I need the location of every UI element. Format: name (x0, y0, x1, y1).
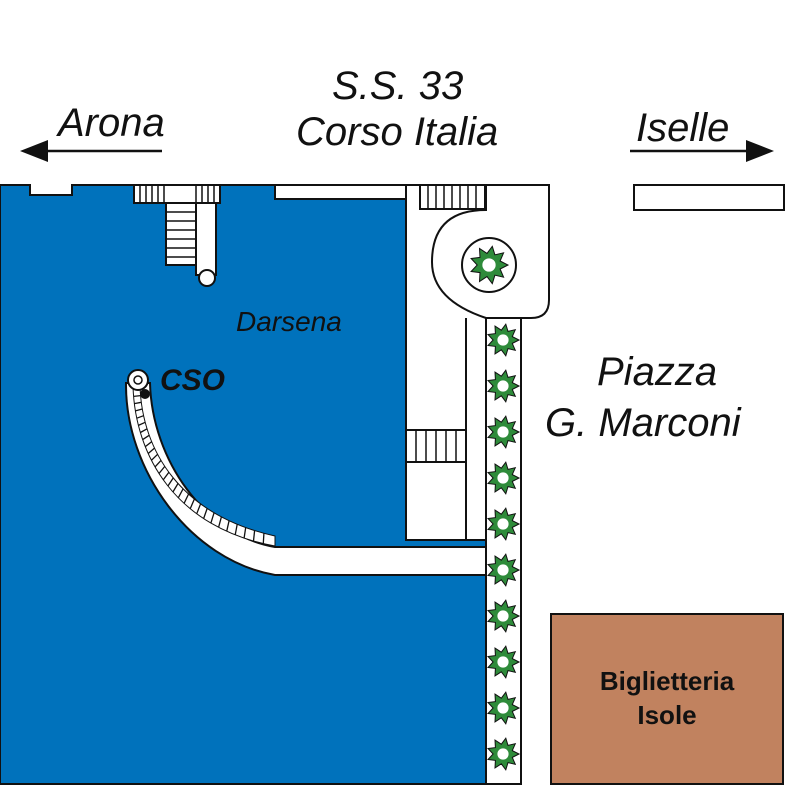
ticket-office-building (550, 613, 784, 785)
jetty-step (162, 471, 170, 481)
direction-right-label: Iselle (636, 106, 730, 150)
shrub-center (497, 656, 509, 668)
jetty-step (202, 508, 208, 519)
road-number-label: S.S. 33 (332, 64, 464, 108)
curved-jetty (124, 369, 487, 576)
jetty-step (135, 408, 143, 412)
jetty-step (138, 421, 146, 426)
roundabout-plant (470, 245, 510, 285)
road-name-label: Corso Italia (296, 110, 499, 154)
jetty-step (154, 459, 162, 468)
jetty-step (142, 434, 150, 441)
piazza-label-line2: G. Marconi (545, 401, 741, 445)
jetty-step (217, 516, 223, 528)
arrow-right-icon (630, 140, 774, 162)
jetty-step (158, 465, 166, 474)
jetty-step (252, 530, 256, 542)
jetty-step (144, 441, 153, 448)
cso-label: CSO (160, 364, 226, 397)
jetty-step (150, 453, 159, 461)
ticket-office-line1: Biglietteria (599, 666, 735, 697)
jetty-step (133, 394, 141, 398)
shrub-center (497, 426, 509, 438)
jetty-step (140, 428, 148, 434)
upper-pier (133, 184, 221, 287)
shrub-center (497, 748, 509, 760)
jetty-step (147, 447, 155, 454)
sidewalk-right (633, 184, 785, 211)
jetty-step (262, 533, 265, 544)
shrub-center (497, 518, 509, 530)
jetty-step (167, 477, 174, 487)
shrub-center (497, 702, 509, 714)
jetty-step (189, 498, 195, 509)
shrub-center (497, 472, 509, 484)
jetty-step (134, 401, 142, 405)
shrub-center (497, 610, 509, 622)
shrub-center (497, 564, 509, 576)
jetty-step (226, 520, 230, 532)
jetty-step (196, 503, 202, 515)
jetty-step (177, 488, 184, 499)
hedge-plants (486, 323, 521, 771)
shrub-center (482, 258, 496, 272)
arrow-left-icon (20, 140, 162, 162)
ticket-office-label: Biglietteria Isole (551, 614, 783, 784)
jetty-step (136, 415, 144, 419)
location-dot-icon (140, 389, 150, 399)
shrub-center (497, 380, 509, 392)
shrub-center (497, 334, 509, 346)
jetty-step (210, 512, 215, 524)
piazza-label-line1: Piazza (597, 350, 718, 394)
darsena-label: Darsena (236, 306, 342, 337)
direction-left-label: Arona (58, 101, 165, 145)
jetty-step (183, 493, 190, 504)
ticket-office-line2: Isole (637, 700, 697, 730)
jetty-step (172, 483, 179, 493)
jetty-step (243, 527, 247, 539)
jetty-step (234, 524, 238, 536)
